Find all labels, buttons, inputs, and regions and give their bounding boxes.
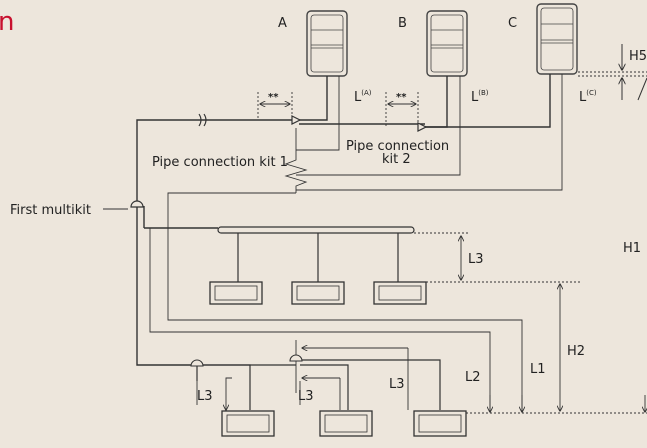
l3-upper-label: L3 [468,252,484,267]
unit-b-letter: B [398,16,407,31]
pipe-connection-kit-2 [417,122,428,132]
h1-label: H1 [623,241,641,256]
first-multikit-symbol [130,200,144,208]
l3-lower-left-label: L3 [197,389,213,404]
pipe-break-symbol [198,113,207,127]
indoor-unit-upper-1 [209,281,263,305]
kit2-label-line1: Pipe connection [346,139,449,154]
upper-header-pipe [217,226,415,282]
l2-label: L2 [465,370,481,385]
kit1-label: Pipe connection kit 1 [152,155,288,170]
lb-label: L(B) [471,89,489,105]
indoor-unit-lower-2 [319,410,373,437]
pipe-connection-kit-1 [291,115,302,125]
long-path-lines [149,192,523,412]
unit-a-letter: A [278,16,287,31]
offset-stars-a: ** [268,92,279,103]
lower-measure-arrows [196,348,409,410]
la-label: L(A) [354,89,372,105]
first-multikit-label: First multikit [10,203,91,218]
kit2-label-line2: kit 2 [382,152,411,167]
indoor-unit-lower-3 [413,410,467,437]
h2-label: H2 [567,344,585,359]
outdoor-unit-a [306,10,348,77]
offset-stars-b: ** [396,92,407,103]
h5-label: H5 [629,49,647,64]
lc-label: L(C) [579,89,597,105]
indoor-unit-upper-3 [373,281,427,305]
indoor-unit-lower-1 [221,410,275,437]
lower-multikit-2 [289,354,303,362]
l2-l1-h2-dimensions [426,281,647,414]
lower-multikit-1 [190,359,204,367]
l3-lower-mid-label: L3 [298,389,314,404]
outdoor-piping [136,74,551,366]
length-measure-lines [284,74,563,193]
l3-lower-right-label: L3 [389,377,405,392]
l1-label: L1 [530,362,546,377]
indoor-unit-upper-2 [291,281,345,305]
outdoor-unit-c [536,3,578,75]
title-fragment: n [0,7,14,37]
outdoor-unit-b [426,10,468,77]
lower-branch-pipes [196,359,441,410]
offset-dimension-a [257,92,293,120]
h5-dimension [578,44,647,101]
l3-upper-dimension [414,232,470,283]
unit-c-letter: C [508,16,517,31]
offset-dimension-b [385,92,419,127]
